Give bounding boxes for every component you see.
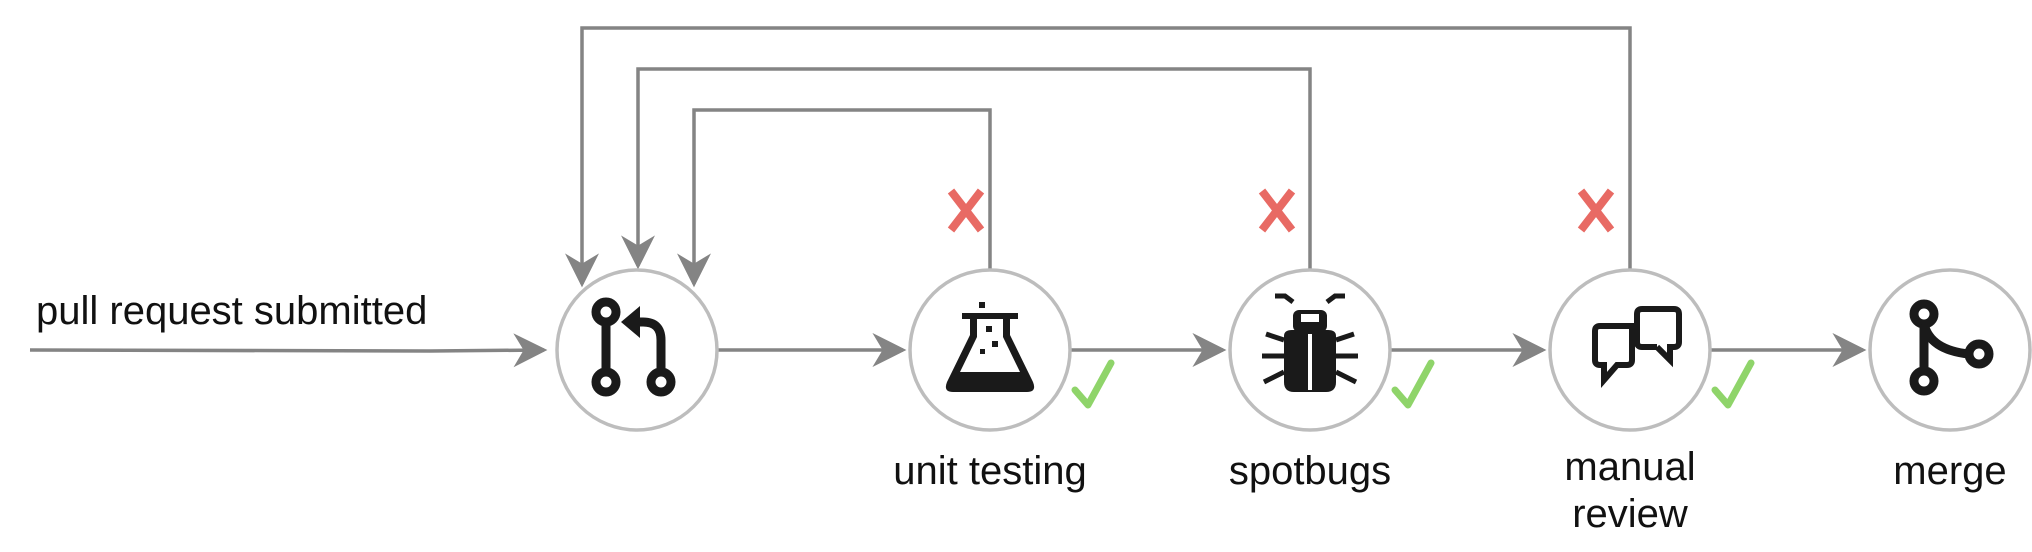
node-label-manual-review-line1: manual [1564,445,1695,489]
node-manual-review[interactable] [1548,268,1712,432]
merge-icon [1909,299,1994,396]
pass-mark-spotbugs [1391,359,1435,409]
node-spotbugs[interactable] [1228,268,1392,432]
entry-edge [29,333,548,368]
fail-mark-manual-review [1577,188,1615,233]
fail-mark-unit-testing [947,188,985,233]
node-unit-testing[interactable] [908,268,1072,432]
node-merge[interactable] [1868,268,2032,432]
feedback-edge-spotbugs [621,67,1312,270]
node-pull-request[interactable] [555,268,719,432]
flask-icon [945,302,1035,392]
node-label-merge: merge [1893,449,2006,493]
entry-label: pull request submitted [36,289,427,333]
feedback-edge-unit-testing [677,108,992,288]
chat-bubbles-icon [1592,306,1682,389]
fail-mark-spotbugs [1258,188,1296,233]
feedback-edge-manual-review [565,26,1632,288]
node-label-manual-review-line2: review [1572,492,1688,536]
pass-mark-unit-testing [1071,359,1115,409]
node-label-unit-testing: unit testing [893,449,1086,493]
node-label-spotbugs: spotbugs [1229,449,1391,493]
pass-mark-manual-review [1711,359,1755,409]
pull-request-icon [591,297,676,397]
bug-icon [1262,293,1358,392]
